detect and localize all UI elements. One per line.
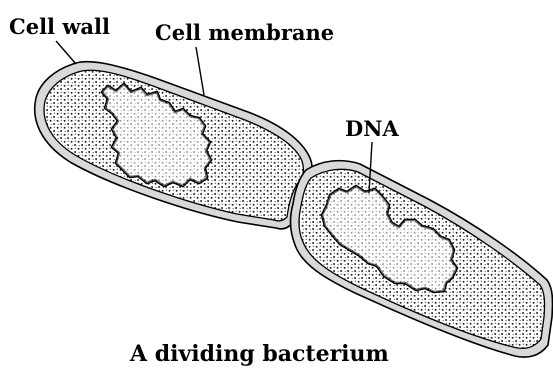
- cell-wall-label: Cell wall: [9, 14, 110, 39]
- cell-membrane-leader: [196, 47, 204, 95]
- cell-membrane-label: Cell membrane: [155, 20, 334, 45]
- diagram-caption: A dividing bacterium: [129, 341, 389, 367]
- dna-label: DNA: [345, 116, 399, 141]
- cell-wall-leader: [56, 41, 76, 64]
